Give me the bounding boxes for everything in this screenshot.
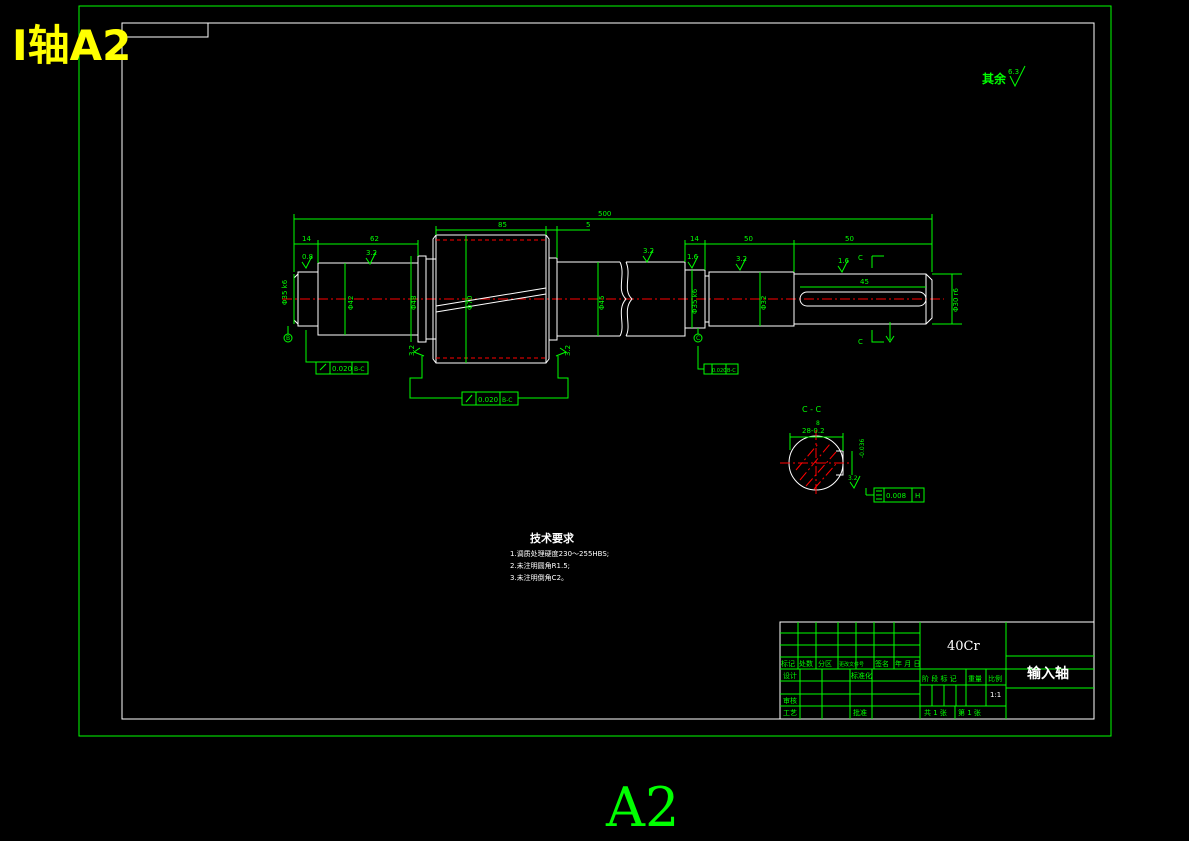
- tb-date: 年 月 日: [895, 659, 920, 668]
- svg-text:1.6: 1.6: [687, 253, 699, 261]
- dim-keyway-length: 45: [860, 278, 869, 286]
- tb-sheet-no: 第 1 张: [958, 708, 981, 717]
- svg-text:3.2: 3.2: [366, 249, 377, 257]
- tol-right: 0.020 B-C: [697, 346, 739, 375]
- helix-line: [435, 287, 547, 307]
- dim-right-50a: 50: [744, 235, 753, 243]
- keyway: [799, 291, 927, 307]
- shaft-outline: [293, 234, 933, 364]
- tol-left: 0.020 B-C: [305, 330, 369, 375]
- tech-requirements: 技术要求 1.调质处理硬度230～255HBS; 2.未注明圆角R1.5; 3.…: [510, 531, 609, 582]
- roughness-note-prefix: 其余: [982, 71, 1007, 86]
- roughness-marks: 0.8 3.2 3.2 3.2 3.2 1.6 3.2 1.6: [301, 247, 850, 357]
- tb-approve: 批准: [853, 708, 867, 717]
- dia-right-bearing: Φ35 k6: [691, 288, 699, 314]
- dia-70: Φ70: [466, 296, 474, 310]
- outer-frame: [78, 5, 1112, 737]
- tb-designer: 设计: [783, 671, 797, 680]
- tech-item-1: 1.调质处理硬度230～255HBS;: [510, 549, 609, 558]
- section-label: C - C: [802, 405, 822, 414]
- tb-mark: 标记: [781, 659, 795, 668]
- tb-review: 审核: [783, 696, 797, 705]
- dia-48: Φ48: [410, 296, 418, 310]
- svg-text:0.020: 0.020: [478, 396, 498, 404]
- dia-32: Φ32: [760, 296, 768, 310]
- top-left-tag-box: [121, 22, 209, 38]
- dim-total-length: 500: [598, 210, 611, 218]
- datum-left: B: [286, 335, 290, 342]
- tb-sheets-total: 共 1 张: [924, 708, 947, 717]
- svg-text:3.2: 3.2: [736, 255, 747, 263]
- svg-text:1.6: 1.6: [838, 257, 850, 265]
- datum-markers: B C: [283, 326, 703, 343]
- svg-text:B-C: B-C: [354, 366, 364, 373]
- dia-42: Φ42: [347, 296, 355, 310]
- tb-ratio: 比例: [988, 674, 1002, 683]
- svg-text:3.2: 3.2: [643, 247, 654, 255]
- tb-sign: 签名: [875, 659, 889, 668]
- tb-material: 40Cr: [947, 639, 980, 654]
- tb-scale: 1:1: [990, 691, 1001, 699]
- dim-left-14: 14: [302, 235, 311, 243]
- dim-gear-length: 85: [498, 221, 507, 229]
- title-block: 40Cr 输入轴 标记 处数 分区 更改文件号 签名 年 月 日 设计 标准化 …: [779, 621, 1095, 720]
- svg-text:3.2: 3.2: [564, 345, 572, 356]
- section-view: C - C 28-0.2 8 -0.036 3.2 0.008 H: [780, 405, 925, 503]
- shaft-main-view: Φ35 k6 Φ42 Φ48 Φ70 Φ45 Φ35 k6 Φ32 Φ30 r6: [281, 234, 962, 364]
- tech-heading: 技术要求: [530, 531, 575, 545]
- svg-text:0.020: 0.020: [712, 368, 726, 374]
- dim-left-62: 62: [370, 235, 379, 243]
- overlay-title: I轴A2: [12, 21, 131, 70]
- dia-mid: Φ45: [598, 296, 606, 310]
- datum-right: C: [696, 335, 700, 342]
- tech-item-3: 3.未注明倒角C2。: [510, 573, 568, 582]
- dia-left-bearing: Φ35 k6: [281, 279, 289, 305]
- tb-part-name: 输入轴: [1027, 665, 1069, 682]
- section-cut-bottom: C: [858, 338, 863, 346]
- tb-stage: 阶 段 标 记: [922, 674, 957, 683]
- tb-change-doc: 更改文件号: [839, 661, 864, 668]
- section-width: 28-0.2: [802, 427, 825, 435]
- svg-text:3.2: 3.2: [408, 345, 416, 356]
- section-cut-top: C: [858, 254, 863, 262]
- svg-text:0.020: 0.020: [332, 365, 352, 373]
- dimension-lines: [293, 214, 933, 288]
- dim-right-50b: 50: [845, 235, 854, 243]
- sheet-size-label: A2: [605, 776, 679, 839]
- section-cut-marks: C C: [858, 254, 895, 346]
- dim-step-5: 5: [586, 221, 590, 229]
- svg-text:0.008: 0.008: [886, 492, 906, 500]
- dia-end: Φ30 r6: [952, 287, 960, 312]
- tb-count: 处数: [799, 659, 813, 668]
- svg-text:B-C: B-C: [727, 368, 736, 374]
- tb-process: 工艺: [783, 709, 797, 717]
- tb-zone: 分区: [818, 659, 832, 668]
- inner-frame: [121, 22, 1095, 720]
- tol-gear: 0.020 B-C: [409, 356, 569, 406]
- roughness-note-value: 6.3: [1008, 68, 1019, 76]
- general-roughness-note: 其余 6.3: [982, 65, 1026, 88]
- svg-text:3.2: 3.2: [848, 475, 858, 482]
- tech-item-2: 2.未注明圆角R1.5;: [510, 561, 570, 570]
- datum-h: H: [915, 492, 920, 500]
- svg-text:0.8: 0.8: [302, 253, 313, 261]
- svg-text:B-C: B-C: [502, 397, 512, 404]
- tb-std: 标准化: [851, 671, 872, 680]
- roughness-symbol-icon: [1009, 65, 1026, 88]
- section-depth: 8: [816, 420, 820, 427]
- section-key-tol: -0.036: [859, 438, 866, 458]
- tb-weight: 重量: [968, 675, 982, 683]
- dim-right-14: 14: [690, 235, 699, 243]
